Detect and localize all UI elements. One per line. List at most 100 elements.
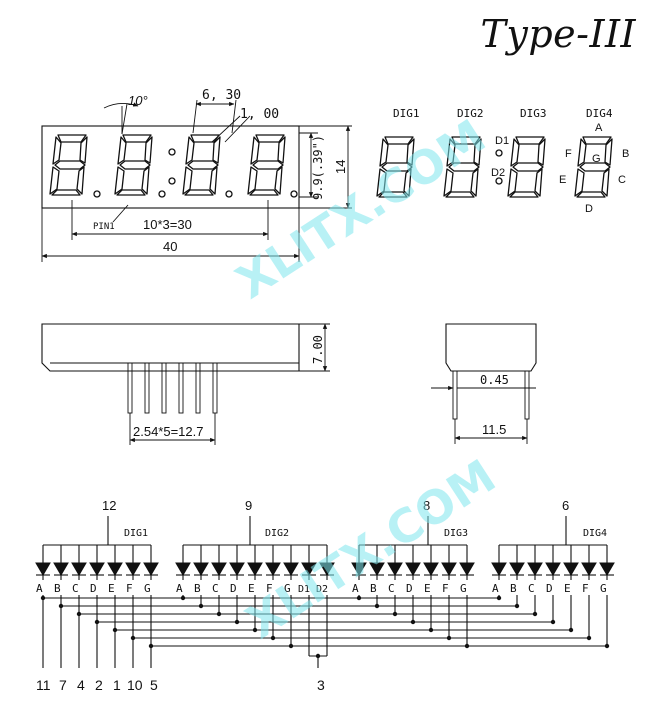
digit-span-label: 10*3=30 xyxy=(143,217,192,232)
junction-dot xyxy=(288,643,294,649)
legend-d2-label: D2 xyxy=(491,167,505,179)
svg-text:D: D xyxy=(90,582,97,595)
digit-1 xyxy=(49,134,88,196)
junction-dot xyxy=(392,611,398,617)
svg-text:B: B xyxy=(54,582,61,595)
junction-dot xyxy=(464,643,470,649)
legend-digit-3 xyxy=(507,136,546,198)
led-diode xyxy=(211,562,227,576)
led-diode xyxy=(509,562,525,576)
depth-label: 11.5 xyxy=(482,422,506,437)
led-diode xyxy=(283,562,299,576)
pin-label-2: 2 xyxy=(95,677,103,693)
legend-dig2: DIG2 xyxy=(457,107,484,120)
led-diode xyxy=(405,562,421,576)
junction-dot xyxy=(514,603,520,609)
digit-2 xyxy=(114,134,153,196)
height-label: 14 xyxy=(333,160,348,174)
svg-text:C: C xyxy=(212,582,219,595)
svg-text:D2: D2 xyxy=(316,584,328,595)
legend-seg-b: B xyxy=(622,148,629,160)
watermark-top: XLITX.COM xyxy=(227,109,495,309)
junction-dot xyxy=(428,627,434,633)
pin-thickness-label: 0.45 xyxy=(480,373,509,387)
svg-text:A: A xyxy=(492,582,499,595)
junction-dot xyxy=(446,635,452,641)
junction-dot xyxy=(76,611,82,617)
led-diode xyxy=(247,562,263,576)
front-view: 10° 6, 30 1, 00 9.9(.39") 14 PIN1 10*3=3… xyxy=(41,88,352,262)
led-diode xyxy=(423,562,439,576)
svg-text:C: C xyxy=(388,582,395,595)
pins xyxy=(127,362,218,414)
svg-text:A: A xyxy=(176,582,183,595)
led-diode xyxy=(89,562,105,576)
led-diode xyxy=(599,562,615,576)
led-diode xyxy=(581,562,597,576)
legend-seg-f: F xyxy=(565,148,572,160)
pin-label-5: 5 xyxy=(150,677,158,693)
led-diode xyxy=(319,562,335,576)
junction-dot xyxy=(148,643,154,649)
display-outline xyxy=(41,125,300,209)
led-diode xyxy=(563,562,579,576)
pin-label-1: 1 xyxy=(113,677,121,693)
pin1-label: PIN1 xyxy=(93,222,115,232)
legend-colon-bottom xyxy=(495,177,503,185)
svg-text:F: F xyxy=(582,582,589,595)
junction-dot xyxy=(112,627,118,633)
legend-seg-g: G xyxy=(592,153,601,165)
svg-text:D: D xyxy=(230,582,237,595)
led-diode xyxy=(527,562,543,576)
colon-dot-top xyxy=(168,148,176,156)
decimal-point xyxy=(290,190,298,198)
junction-dot xyxy=(130,635,136,641)
led-diode xyxy=(143,562,159,576)
segment-legend: DIG1 DIG2 DIG3 DIG4 D1 D2 A B C D E F G xyxy=(376,107,629,215)
svg-text:E: E xyxy=(108,582,115,595)
legend-dig3: DIG3 xyxy=(520,107,547,120)
led-diode xyxy=(369,562,385,576)
circuit-schematic: 12 9 8 6 DIG1 DIG2 DIG3 DIG4 A B C D E F… xyxy=(35,498,615,693)
svg-text:A: A xyxy=(352,582,359,595)
svg-text:A: A xyxy=(36,582,43,595)
led-diode xyxy=(125,562,141,576)
common-pin-8: 8 xyxy=(423,498,430,513)
led-diode xyxy=(71,562,87,576)
legend-seg-d: D xyxy=(585,203,593,215)
junction-dot xyxy=(234,619,240,625)
svg-text:G: G xyxy=(460,582,467,595)
legend-seg-e: E xyxy=(559,174,566,186)
svg-text:G: G xyxy=(600,582,607,595)
led-diode xyxy=(491,562,507,576)
junction-dot xyxy=(216,611,222,617)
junction-dot xyxy=(604,643,610,649)
segment-labels: A B C D E F G A B C D E F G D1 D2 A B C … xyxy=(36,582,607,595)
group-label-dig1: DIG1 xyxy=(124,528,148,539)
svg-text:B: B xyxy=(194,582,201,595)
junction-dot xyxy=(586,635,592,641)
digit-height-label: 9.9(.39") xyxy=(311,135,325,200)
junction-dot xyxy=(198,603,204,609)
group-label-dig4: DIG4 xyxy=(583,528,607,539)
svg-text:E: E xyxy=(564,582,571,595)
watermark-bottom: XLITX.COM xyxy=(237,449,505,649)
svg-text:E: E xyxy=(248,582,255,595)
junction-dot xyxy=(374,603,380,609)
svg-text:F: F xyxy=(126,582,133,595)
led-diode xyxy=(441,562,457,576)
pin-label-3: 3 xyxy=(317,677,325,693)
svg-text:B: B xyxy=(370,582,377,595)
junction-dot xyxy=(40,595,46,601)
common-pin-9: 9 xyxy=(245,498,252,513)
junction-dot xyxy=(532,611,538,617)
angle-label: 10° xyxy=(128,93,148,108)
junction-dot xyxy=(496,595,502,601)
svg-text:D: D xyxy=(546,582,553,595)
group-label-dig3: DIG3 xyxy=(444,528,468,539)
junction-dot xyxy=(180,595,186,601)
legend-colon-top xyxy=(495,149,503,157)
legend-dig4: DIG4 xyxy=(586,107,613,120)
svg-text:D1: D1 xyxy=(298,584,310,595)
